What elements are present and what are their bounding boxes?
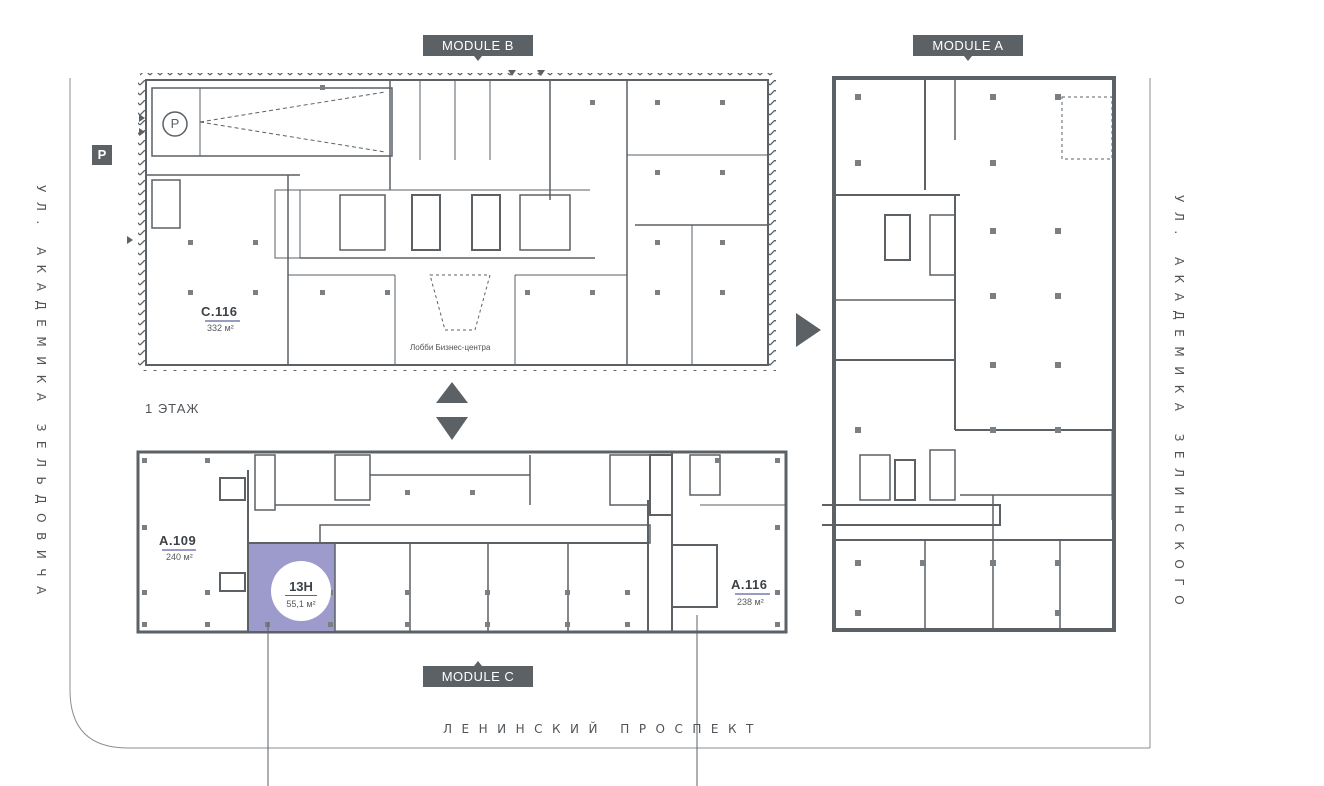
street-left: УЛ. АКАДЕМИКА ЗЕЛЬДОВИЧА [34, 185, 48, 604]
parking-badge: P [92, 145, 112, 165]
module-b-plan [127, 70, 776, 371]
triangle-down-icon [436, 417, 468, 440]
parking-symbol: P [170, 116, 180, 131]
unit-13h-badge[interactable] [271, 561, 331, 621]
lobby-label: Лобби Бизнес-центра [410, 343, 491, 352]
unit-a116-name[interactable]: A.116 [731, 577, 768, 592]
unit-a116-area: 238 м² [737, 597, 764, 607]
unit-13h-underline [285, 595, 317, 596]
module-c-label: MODULE C [423, 661, 533, 687]
site-boundary-left [69, 78, 1150, 749]
triangle-right-icon [796, 313, 821, 347]
unit-c116-area: 332 м² [207, 323, 234, 333]
unit-a109-area: 240 м² [166, 552, 193, 562]
unit-c116-name[interactable]: C.116 [201, 304, 238, 319]
street-right: УЛ. АКАДЕМИКА ЗЕЛИНСКОГО [1172, 195, 1186, 615]
module-c-plan [136, 450, 788, 634]
unit-13h-name[interactable]: 13Н [289, 579, 313, 594]
floor-label: 1 ЭТАЖ [145, 401, 200, 416]
street-bottom: ЛЕНИНСКИЙ ПРОСПЕКТ [443, 722, 763, 736]
unit-a109-name[interactable]: A.109 [159, 533, 197, 548]
module-a-plan [822, 76, 1116, 632]
module-a-label: MODULE A [913, 35, 1023, 61]
unit-13h-area: 55,1 м² [286, 599, 316, 609]
module-b-label: MODULE B [423, 35, 533, 61]
triangle-up-icon [436, 382, 468, 403]
parking-icon [162, 111, 188, 137]
